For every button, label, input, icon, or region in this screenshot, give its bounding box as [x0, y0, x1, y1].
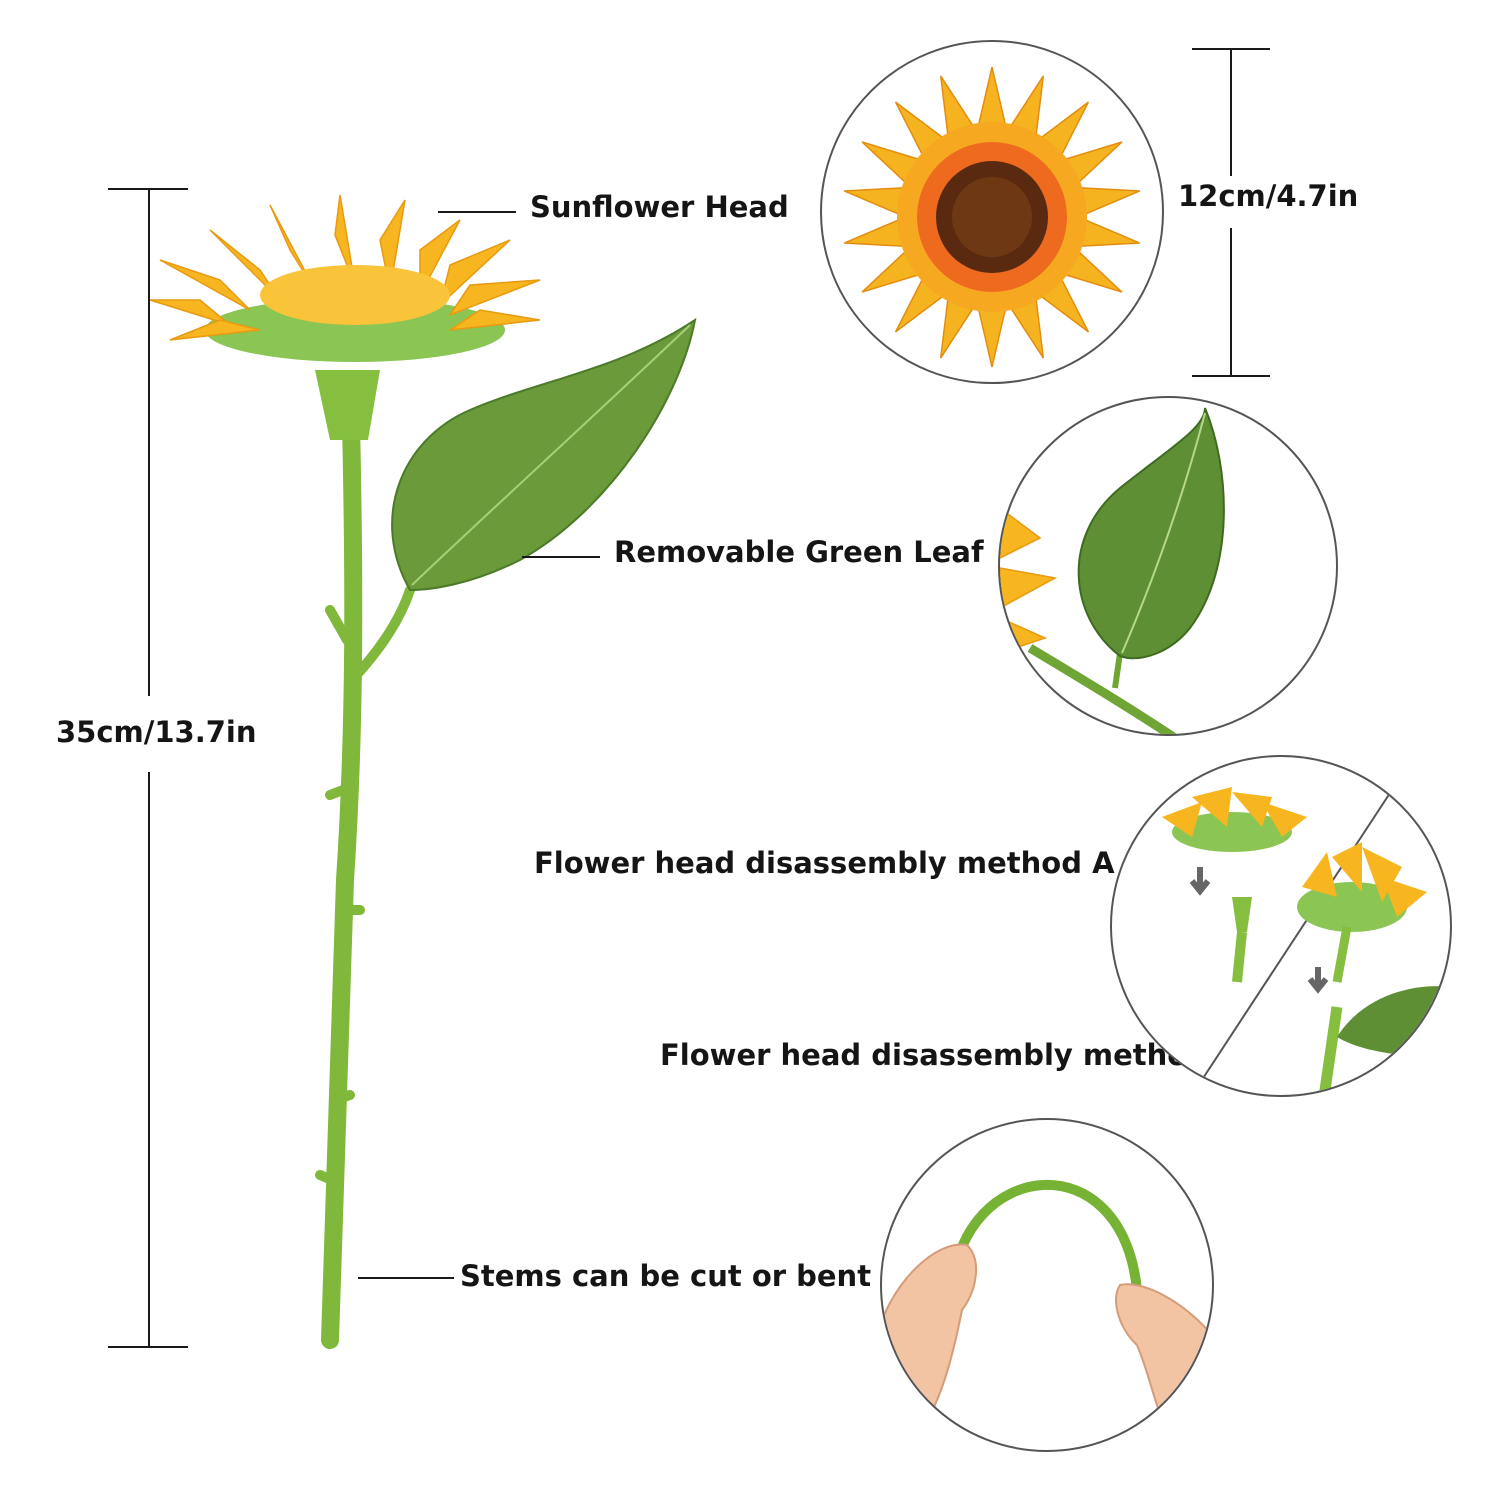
- sunflower-head-closeup: [820, 40, 1164, 384]
- diameter-bottom-tick: [1192, 375, 1270, 377]
- method-a-label: Flower head disassembly method A: [534, 846, 1115, 880]
- leaf-closeup: [998, 396, 1338, 736]
- removable-leaf-label: Removable Green Leaf: [614, 535, 984, 569]
- bent-stem-closeup: [880, 1118, 1214, 1452]
- total-height-label: 35cm/13.7in: [56, 715, 257, 749]
- sunflower-head-leader: [438, 211, 516, 213]
- head-diameter-label: 12cm/4.7in: [1178, 179, 1359, 213]
- height-line-lower: [148, 772, 150, 1347]
- main-sunflower-illustration: [140, 180, 720, 1360]
- method-b-label: Flower head disassembly method B: [660, 1038, 1241, 1072]
- diameter-line-lower: [1230, 228, 1232, 376]
- sunflower-head-label: Sunflower Head: [530, 190, 789, 224]
- stems-label: Stems can be cut or bent: [460, 1259, 872, 1293]
- leaf-leader: [522, 556, 600, 558]
- diameter-line-upper: [1230, 48, 1232, 176]
- stems-leader: [358, 1277, 454, 1279]
- disassembly-closeup: [1110, 755, 1452, 1097]
- height-bottom-tick: [108, 1346, 188, 1348]
- height-line-upper: [148, 188, 150, 696]
